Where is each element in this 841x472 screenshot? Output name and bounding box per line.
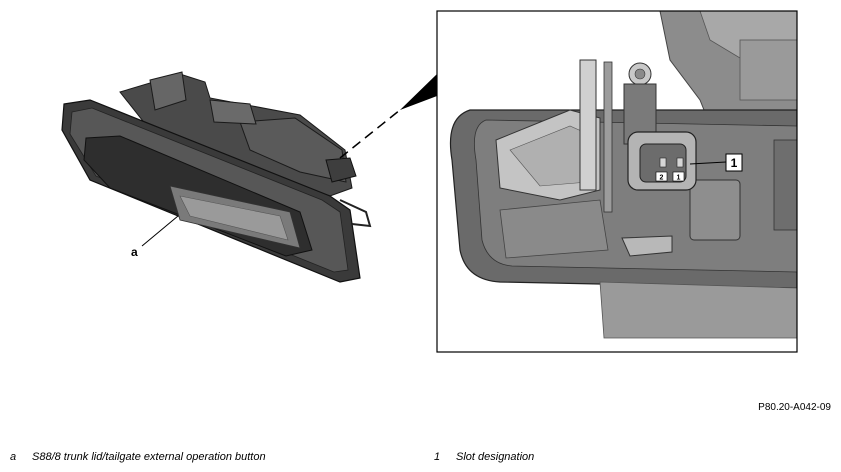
callout-1: 1 — [731, 156, 738, 170]
detail-wedge — [400, 74, 437, 110]
legend-key: 1 — [434, 451, 441, 463]
legend-item-1: 1 Slot designation — [434, 451, 534, 463]
detail-view — [436, 10, 798, 353]
callout-1-leader — [689, 161, 727, 165]
callout-1-box — [725, 153, 743, 172]
legend-text: Slot designation — [456, 451, 535, 463]
pin-label-2: 2 — [660, 175, 664, 182]
legend-text: S88/8 trunk lid/tailgate external operat… — [32, 451, 266, 463]
pin-label-1: 1 — [677, 175, 681, 182]
technical-illustration: a — [61, 10, 798, 353]
legend-key: a — [10, 451, 17, 463]
callout-a: a — [131, 245, 138, 259]
figure-code: P80.20-A042-09 — [758, 402, 831, 413]
legend-item-a: a S88/8 trunk lid/tailgate external opera… — [10, 451, 266, 463]
button-assembly-overview — [61, 71, 401, 283]
